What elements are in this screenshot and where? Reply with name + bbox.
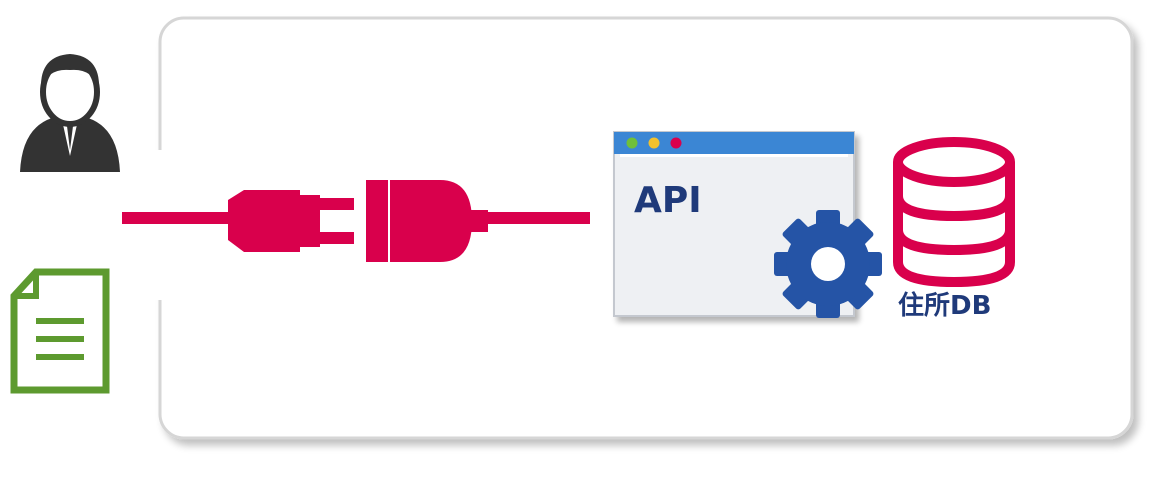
database-label: 住所DB bbox=[898, 290, 991, 321]
window-dot-green bbox=[626, 137, 638, 149]
window-dot-yellow bbox=[648, 137, 660, 149]
panel-gap bbox=[150, 150, 174, 300]
api-window-title: API bbox=[634, 180, 702, 221]
connector-cable-left bbox=[122, 212, 232, 224]
user-icon bbox=[20, 54, 120, 172]
gear-icon bbox=[774, 210, 882, 318]
plug-icon bbox=[228, 190, 354, 252]
document-icon bbox=[10, 268, 110, 394]
connector-cable-right bbox=[486, 212, 590, 224]
window-dot-red bbox=[670, 137, 682, 149]
database-icon bbox=[893, 137, 1015, 288]
socket-icon bbox=[366, 180, 488, 262]
